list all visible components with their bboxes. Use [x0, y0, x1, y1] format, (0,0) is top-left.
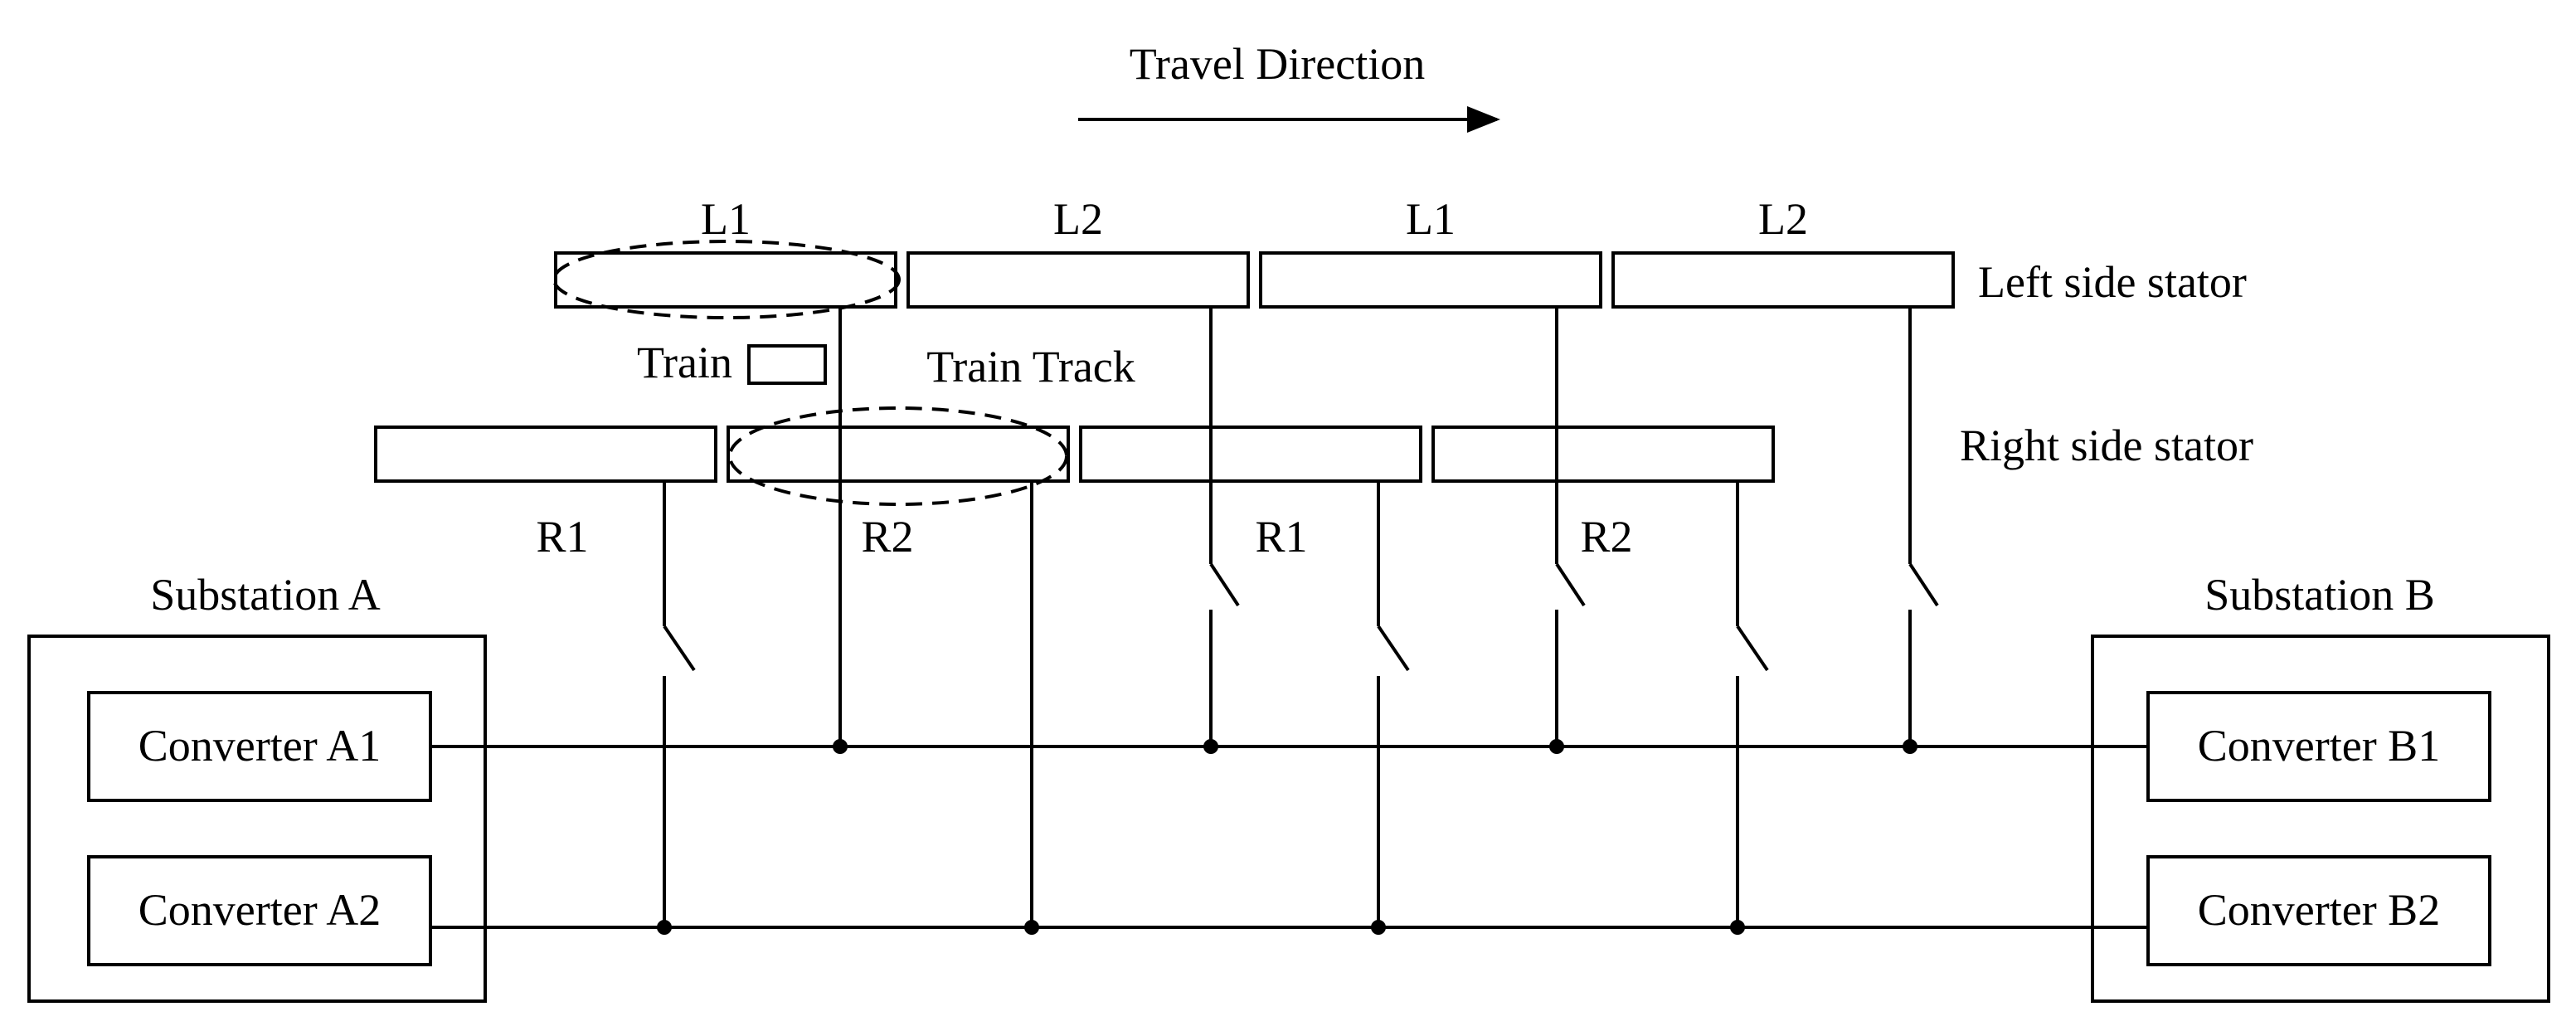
substation-b-box: [2091, 635, 2550, 1003]
converter-b1-label: Converter B1: [2198, 721, 2440, 771]
right-segment-label: R2: [861, 512, 913, 562]
right-segment-2: [727, 426, 1070, 483]
junction-dot: [1549, 739, 1564, 754]
substation-a-title: Substation A: [150, 570, 381, 620]
right-segment-label: R1: [1255, 512, 1307, 562]
junction-dot: [657, 920, 672, 935]
substation-a: Substation A Converter A1 Converter A2: [27, 570, 487, 1003]
switch-l2-b: [1908, 307, 1939, 747]
left-segment-label: L2: [1758, 194, 1808, 244]
left-segment-4: [1611, 251, 1955, 309]
left-segment-label: L2: [1053, 194, 1103, 244]
left-side-stator: L1 L2 L1 L2 Left side stator: [554, 194, 2247, 309]
switch-r1-a: [663, 481, 696, 927]
left-segment-1: [554, 251, 897, 309]
right-segment-label: R1: [536, 512, 588, 562]
right-segment-3: [1079, 426, 1422, 483]
left-segment-label: L1: [701, 194, 751, 244]
train-label: Train: [637, 338, 732, 387]
junction-dot: [833, 739, 848, 754]
junction-dot: [1730, 920, 1745, 935]
right-side-stator: R1 R2 R1 R2 Right side stator: [374, 421, 2253, 562]
switch-r1-b: [1377, 481, 1410, 927]
junction-dot: [1903, 739, 1917, 754]
switch-r2-b: [1736, 481, 1769, 927]
right-segment-4: [1431, 426, 1775, 483]
train-icon: [747, 344, 827, 385]
junction-dot: [1371, 920, 1386, 935]
right-stator-label: Right side stator: [1960, 421, 2253, 470]
right-segment-label: R2: [1580, 512, 1632, 562]
train-track-label: Train Track: [926, 342, 1135, 391]
substation-b: Substation B Converter B1 Converter B2: [2091, 570, 2550, 1003]
converter-a2-label: Converter A2: [139, 885, 381, 935]
active-segment-highlight-r2: [728, 406, 1068, 506]
active-segment-highlight-l1: [552, 240, 901, 319]
switch-l1-b: [1555, 307, 1586, 747]
junction-dot: [1203, 739, 1218, 754]
left-stator-label: Left side stator: [1978, 257, 2247, 307]
substation-a-box: [27, 635, 487, 1003]
travel-direction-label: Travel Direction: [1130, 39, 1425, 89]
left-segment-3: [1259, 251, 1602, 309]
converter-a1-label: Converter A1: [139, 721, 381, 771]
left-segment-2: [906, 251, 1250, 309]
junction-dot: [1024, 920, 1039, 935]
converter-a2-box: [87, 855, 432, 966]
substation-b-title: Substation B: [2204, 570, 2435, 620]
right-segment-1: [374, 426, 717, 483]
converter-b2-box: [2146, 855, 2491, 966]
left-segment-label: L1: [1406, 194, 1456, 244]
converter-b2-label: Converter B2: [2198, 885, 2440, 935]
switch-l2-a: [1209, 307, 1240, 747]
